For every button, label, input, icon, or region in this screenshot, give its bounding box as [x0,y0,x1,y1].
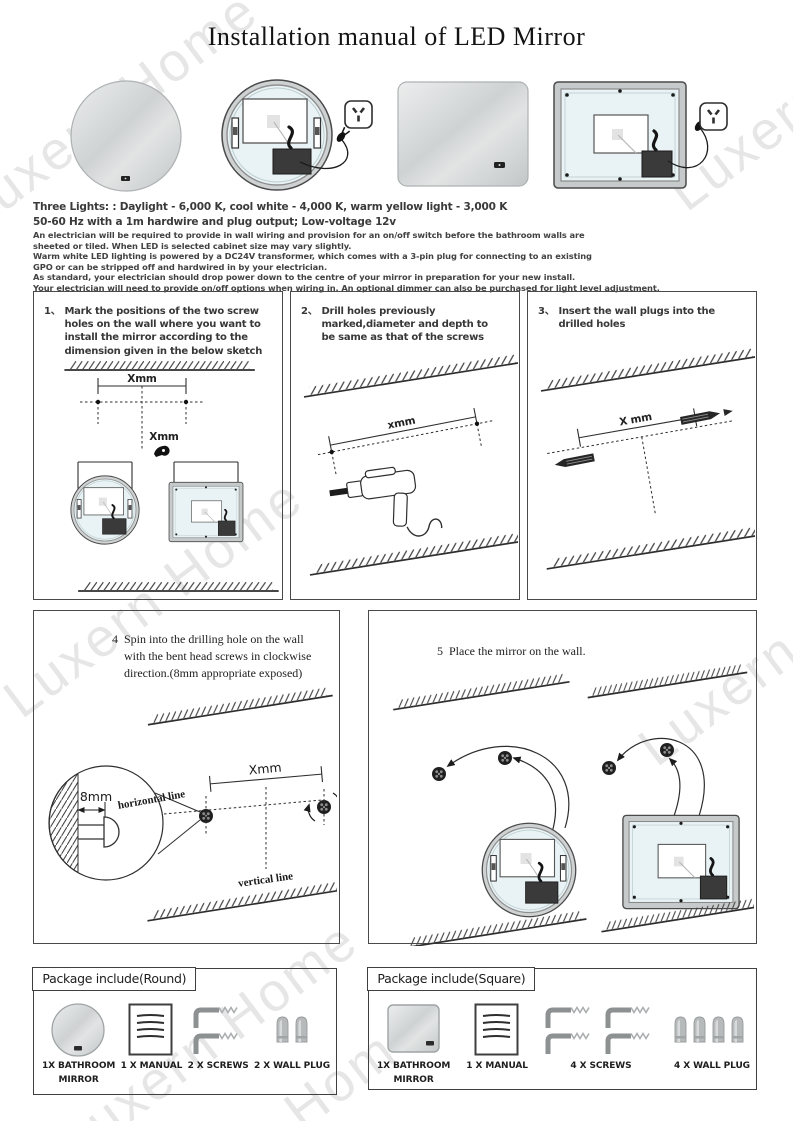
intro-note: Your electrician will need to provide on… [33,282,660,293]
wall-plug-icon [554,453,595,468]
wall-plugs-icon [674,1016,744,1043]
square-mirror-back [621,813,741,910]
mirror-overview-illustration [70,78,729,192]
step3-box: 3、 Insert the wall plugs into the drille… [527,291,757,600]
power-cable [667,127,709,169]
intro-note: sheeted or tiled. When LED is selected c… [33,240,352,251]
intro-note: GPO or can be stripped off and hardwired… [33,261,327,272]
package-item-manual: 1 X MANUAL [120,1001,183,1087]
step3-diagram: X mm [538,346,755,571]
power-cable [299,139,349,170]
step4-box: 4 Spin into the drilling hole on the wal… [33,610,340,944]
package-item-screws: 4 X SCREWS [544,1001,658,1087]
package-item-wall-plugs: 4 X WALL PLUG [674,1001,750,1087]
svg-text:Xmm: Xmm [248,760,282,778]
intro-headline: Three Lights: : Daylight - 6,000 K, cool… [33,201,508,213]
package-item-wall-plugs: 2 X WALL PLUG [254,1001,330,1087]
screw-head-icon [660,742,674,757]
step1-diagram: Xmm Xmm [63,359,280,592]
svg-text:8mm: 8mm [80,789,112,804]
intro-headline: 50-60 Hz with a 1m hardwire and plug out… [33,216,396,229]
dimension-line: xmm [317,407,493,475]
svg-text:Xmm: Xmm [149,431,179,443]
screw-head-icon [317,800,331,815]
square-mirror-icon [386,1004,440,1053]
round-mirror-front [70,80,182,192]
step4-diagram: 8mm horizontal line Xmm [48,686,337,923]
round-mirror-back [480,821,578,918]
step2-box: 2、 Drill holes previously marked,diamete… [290,291,520,600]
push-arrow-icon [332,815,337,846]
package-item-label: 4 X WALL PLUG [674,1061,750,1071]
manual-icon [128,1003,173,1056]
round-mirror-icon [50,1003,105,1057]
package-square-title: Package include(Square) [367,967,536,992]
step3-text: 3、 Insert the wall plugs into the drille… [528,292,756,331]
package-item-label: 2 X WALL PLUG [254,1061,330,1071]
square-mirror-front [397,81,529,187]
step-number: 1、 [44,306,61,317]
step1-box: 1、 Mark the positions of the two screw h… [33,291,283,600]
step-instruction: Place the mirror on the wall. [449,644,586,658]
drill-icon [329,466,443,537]
screw-head-icon [432,766,446,781]
step2-diagram: xmm [301,351,518,576]
page-title: Installation manual of LED Mirror [207,22,586,51]
package-item-screws: 2 X SCREWS [188,1001,249,1087]
svg-text:xmm: xmm [387,414,417,431]
manual-icon [474,1003,519,1056]
intro-note: An electrician will be required to provi… [33,230,585,241]
package-item-label: 4 X SCREWS [570,1061,632,1071]
step4-text: 4 Spin into the drilling hole on the wal… [34,611,339,681]
package-item-label: 1 X MANUAL [466,1061,528,1071]
screws-icon [544,1002,658,1058]
svg-text:Xmm: Xmm [127,373,157,385]
outlet-icon [698,101,729,132]
intro-note: As standard, your electrician should dro… [33,272,576,283]
step5-diagram [390,663,754,946]
step-instruction: Mark the positions of the two screw hole… [64,306,263,357]
step-instruction: Spin into the drilling hole on the wall … [124,632,312,680]
step-number: 2、 [301,306,318,317]
dimension-line: Xmm [208,760,324,793]
step-number: 5 [437,644,443,658]
svg-text:X mm: X mm [618,411,653,429]
step5-box: 5 Place the mirror on the wall. [368,610,757,946]
step1-text: 1、 Mark the positions of the two screw h… [34,292,282,358]
package-round-title: Package include(Round) [32,967,197,992]
screws-icon [192,1002,244,1058]
step-number: 3、 [538,306,555,317]
outlet-icon [343,99,374,130]
intro-note: Warm white LED lighting is powered by a … [33,251,592,262]
step5-text: 5 Place the mirror on the wall. [369,611,756,660]
square-mirror-back [552,80,688,190]
round-mirror-back [220,78,334,192]
wall-plug-icon [680,409,733,426]
round-mirror-back-mini [69,474,141,545]
screw-head-icon [602,760,616,775]
step2-text: 2、 Drill holes previously marked,diamete… [291,292,519,345]
tape-measure-icon [154,445,170,457]
step-instruction: Drill holes previously marked,diameter a… [321,306,488,344]
step-number: 4 [112,632,118,646]
magnifier-detail: 8mm [48,765,164,881]
dimension-line: X mm [547,408,733,517]
package-item-label: 2 X SCREWS [187,1061,249,1071]
step-instruction: Insert the wall plugs into the drilled h… [558,306,715,331]
intro-text: Three Lights: : Daylight - 6,000 K, cool… [33,200,660,293]
package-item-manual: 1 X MANUAL [466,1001,528,1087]
screw-head-icon [498,750,512,765]
package-item-label: 1 X MANUAL [120,1061,183,1071]
square-mirror-back-mini [168,481,244,543]
wall-plugs-icon [276,1016,308,1043]
svg-text:vertical line: vertical line [237,871,294,891]
